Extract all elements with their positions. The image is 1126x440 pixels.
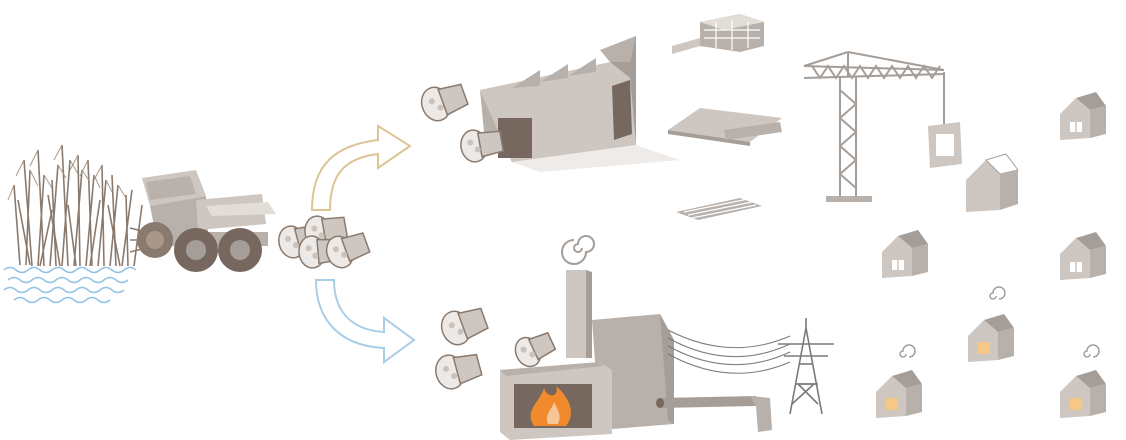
heated-house-icon (968, 286, 1014, 362)
blocks-icon (672, 14, 764, 54)
flow-arrow-to-factory (310, 124, 412, 211)
water-icon (3, 266, 137, 304)
reed-bundles-icon (278, 215, 371, 269)
house-icon (966, 153, 1019, 212)
flow-arrow-to-power-plant (314, 279, 416, 364)
crane-icon (803, 51, 962, 202)
pylon-icon (778, 318, 834, 415)
panels-icon (668, 108, 782, 146)
thatch-icon (676, 198, 762, 220)
house-icon (1060, 232, 1106, 280)
smoke-icon (561, 235, 595, 265)
reed-field-icon (3, 144, 143, 304)
factory-icon (420, 36, 680, 172)
power-plant-icon (435, 235, 674, 440)
harvester-icon (129, 170, 276, 272)
heated-house-icon (876, 344, 922, 418)
heated-house-icon (1060, 344, 1106, 418)
house-icon (882, 230, 928, 278)
house-icon (1060, 92, 1106, 140)
pipe-icon (656, 396, 772, 432)
power-cables-icon (667, 329, 791, 374)
fire-icon (530, 386, 571, 426)
